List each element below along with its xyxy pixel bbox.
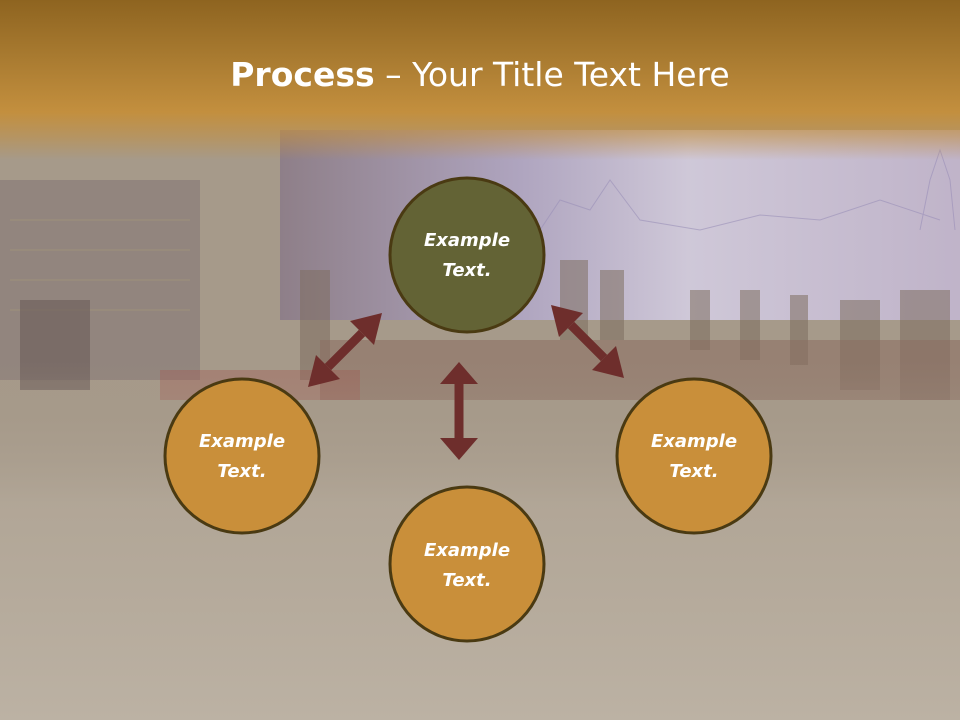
node-top-line1: Example — [424, 230, 510, 251]
title-band — [0, 0, 960, 160]
node-left-line2: Text. — [217, 461, 266, 482]
node-top: Example Text. — [388, 176, 546, 334]
arrow-top-left — [308, 313, 382, 387]
node-left: Example Text. — [163, 377, 321, 535]
slide-title: Process – Your Title Text Here — [0, 52, 960, 98]
node-top-line2: Text. — [442, 260, 491, 281]
node-right: Example Text. — [615, 377, 773, 535]
node-right-circle — [615, 377, 773, 535]
node-right-line1: Example — [651, 431, 737, 452]
node-right-line2: Text. — [669, 461, 718, 482]
node-top-circle — [388, 176, 546, 334]
node-bottom-line1: Example — [424, 540, 510, 561]
node-bottom-line2: Text. — [442, 570, 491, 591]
arrow-vertical — [440, 362, 478, 460]
node-left-circle — [163, 377, 321, 535]
title-rest: – Your Title Text Here — [374, 55, 730, 94]
title-bold: Process — [230, 55, 375, 94]
node-bottom-circle — [388, 485, 546, 643]
arrow-top-right — [551, 305, 624, 378]
node-bottom: Example Text. — [388, 485, 546, 643]
node-left-line1: Example — [199, 431, 285, 452]
